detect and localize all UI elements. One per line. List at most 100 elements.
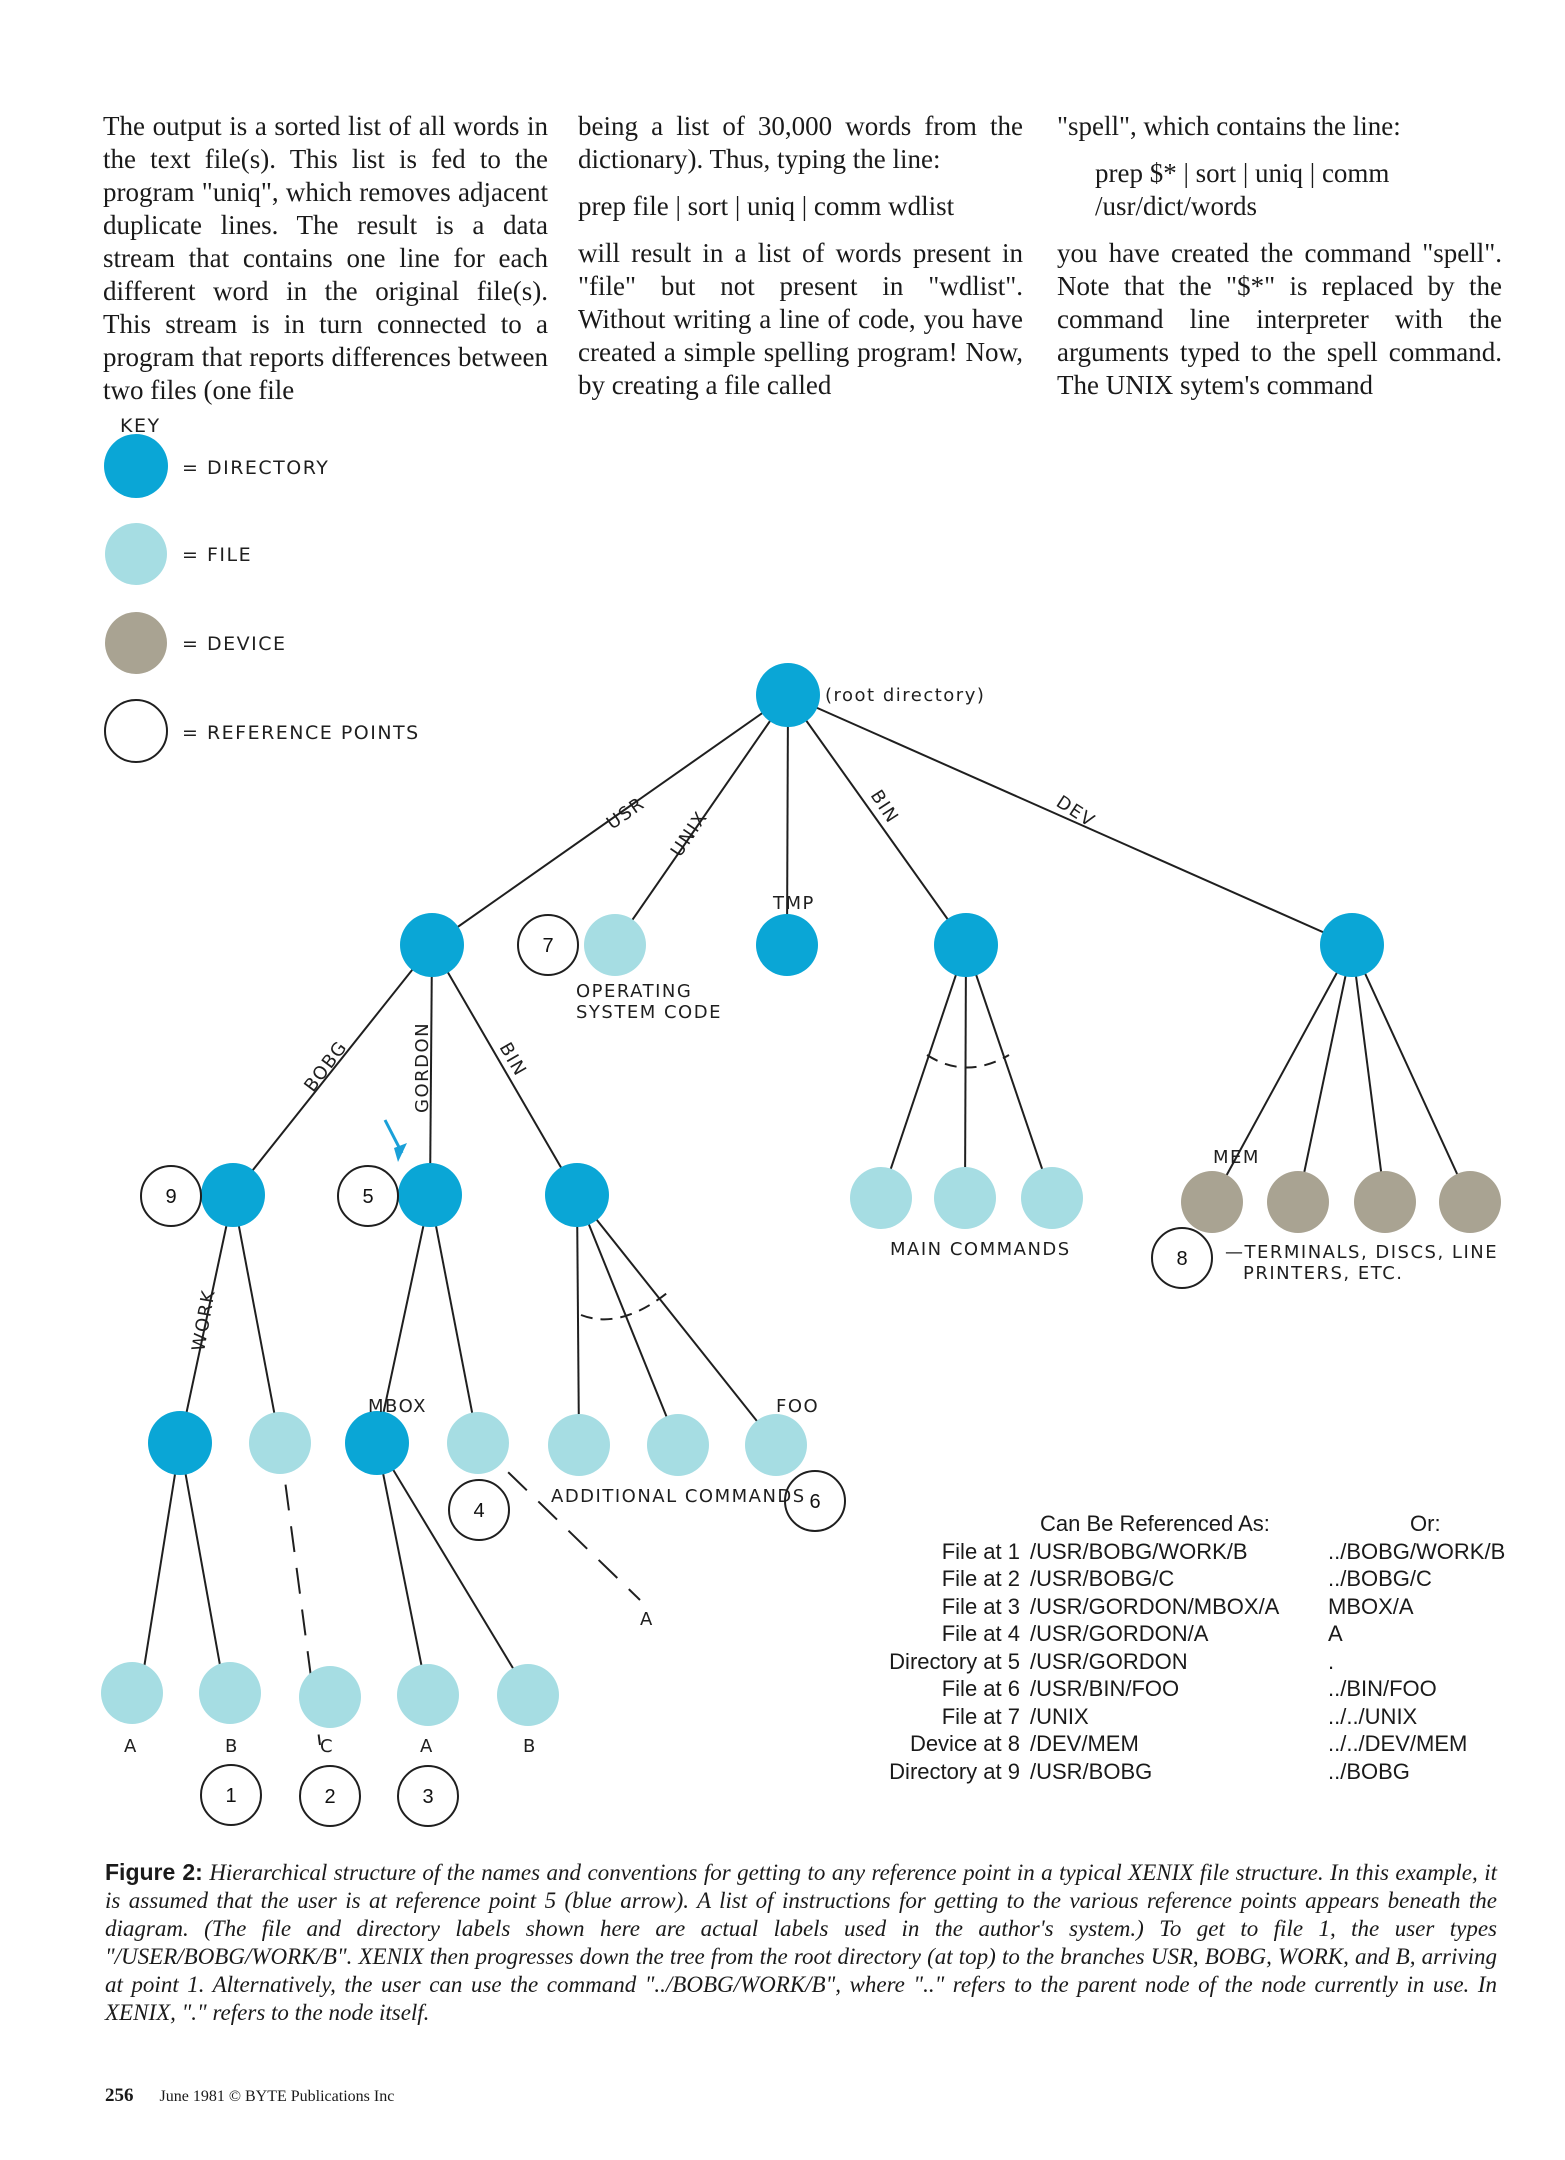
leaf-label-gordon-a: A [640,1609,654,1630]
column-3-command-line-2: /usr/dict/words [1095,191,1257,221]
node-bin [934,913,998,977]
page-number: 256 [105,2085,134,2106]
row-location: Device at 8 [909,1731,1020,1756]
page-footer: 256 June 1981 © BYTE Publications Inc [105,2085,394,2107]
key-reference-swatch [104,699,168,763]
row-location: File at 2 [941,1566,1020,1591]
row-absolute-path: /USR/GORDON [1030,1648,1188,1674]
column-3-command-line-1: prep $* | sort | uniq | comm [1095,158,1390,188]
text-column-1: The output is a sorted list of all words… [103,110,548,421]
row-relative-path: ../BOBG [1328,1758,1410,1784]
row-absolute-path: /USR/BIN/FOO [1030,1676,1180,1701]
ref-point-3: 3 [422,1786,433,1808]
node-mbox-b [497,1664,559,1726]
edge-label-tmp: TMP [772,893,815,914]
key-device-swatch [105,612,167,674]
row-relative-path: ../BOBG/C [1328,1566,1432,1591]
key-directory-swatch [104,434,168,498]
node-dev [1320,913,1384,977]
node-main-command-1 [850,1167,912,1229]
ref-point-1: 1 [225,1785,236,1807]
label-system-code: SYSTEM CODE [576,1002,722,1023]
label-operating: OPERATING [576,981,692,1002]
row-location: File at 3 [941,1593,1020,1619]
label-additional-commands: ADDITIONAL COMMANDS [551,1486,806,1507]
node-bobg [201,1163,265,1227]
row-absolute-path: /DEV/MEM [1030,1731,1139,1756]
node-mem [1181,1171,1243,1233]
key-directory-label: = DIRECTORY [182,457,329,479]
node-foo [745,1414,807,1476]
edge-label-bin: BIN [866,786,903,827]
node-additional-command-2 [647,1414,709,1476]
column-2-paragraph-1: being a list of 30,000 words from the di… [578,111,1023,174]
row-location: File at 1 [941,1538,1020,1564]
column-3-paragraph-1: "spell", which contains the line: [1057,111,1401,141]
row-absolute-path: /USR/GORDON/A [1030,1621,1209,1646]
label-root-directory: (root directory) [825,685,985,706]
ref-point-9: 9 [165,1186,176,1208]
edge-label-unix: UNIX [667,807,713,860]
node-root [756,663,820,727]
leaf-label-mbox-a: A [420,1736,434,1757]
key-file-label: = FILE [182,544,252,566]
publication-credit: June 1981 © BYTE Publications Inc [159,2088,395,2105]
node-main-command-3 [1021,1167,1083,1229]
edge-label-dev: DEV [1052,792,1099,833]
reference-points: 1 2 3 4 5 6 7 8 9 [140,914,1213,1827]
file-nodes [101,914,1083,1728]
leaf-label-b: B [225,1736,239,1757]
node-additional-command-1 [548,1414,610,1476]
edge-label-bobg: BOBG [300,1037,352,1096]
node-usr [400,913,464,977]
key-title: KEY [120,415,161,437]
row-absolute-path: /USR/BOBG/WORK/B [1030,1538,1248,1564]
leaf-label-mbox-b: B [523,1736,537,1757]
edge-label-usr: USR [603,793,649,834]
label-foo: FOO [776,1396,819,1417]
header-can-be-referenced: Can Be Referenced As: [1040,1511,1270,1536]
node-c [299,1666,361,1728]
ref-point-5: 5 [362,1186,373,1208]
node-tmp [756,914,818,976]
blue-arrow [383,1119,407,1162]
row-relative-path: A [1328,1621,1343,1646]
header-or: Or: [1410,1511,1441,1536]
tree-edges [139,694,1471,1746]
label-main-commands: MAIN COMMANDS [890,1239,1071,1260]
device-nodes [1181,1171,1501,1233]
node-work [148,1411,212,1475]
node-unix [584,914,646,976]
text-column-3: "spell", which contains the line: prep $… [1057,110,1502,416]
edge-label-work: WORK [188,1288,219,1353]
row-relative-path: MBOX/A [1328,1593,1414,1619]
file-tree-diagram: KEY = DIRECTORY = FILE = DEVICE = REFERE… [101,415,1501,1827]
node-device-2 [1267,1171,1329,1233]
ref-point-2: 2 [324,1786,335,1808]
figure-caption: Figure 2: Hierarchical structure of the … [105,1858,1497,2027]
column-1-paragraph: The output is a sorted list of all words… [103,111,548,405]
node-device-4 [1439,1171,1501,1233]
column-2-command: prep file | sort | uniq | comm wdlist [578,191,955,221]
directory-nodes [148,663,1384,1475]
key-device-label: = DEVICE [182,633,286,655]
row-location: Directory at 5 [889,1648,1020,1674]
node-work-a [101,1662,163,1724]
row-relative-path: ../../DEV/MEM [1328,1731,1468,1756]
key-reference-label: = REFERENCE POINTS [182,722,420,744]
key-file-swatch [105,523,167,585]
row-absolute-path: /USR/GORDON/MBOX/A [1030,1593,1280,1619]
node-main-command-2 [934,1167,996,1229]
row-location: Directory at 9 [889,1758,1020,1784]
text-column-2: being a list of 30,000 words from the di… [578,110,1023,416]
column-3-paragraph-2: you have created the command "spell". No… [1057,238,1502,400]
row-relative-path: ../BOBG/WORK/B [1328,1538,1506,1564]
node-file-c-parent [249,1412,311,1474]
row-location: File at 4 [941,1621,1020,1646]
column-2-paragraph-2: will result in a list of words present i… [578,238,1023,400]
caption-text: Hierarchical structure of the names and … [105,1860,1497,2025]
ref-point-4: 4 [473,1500,484,1522]
row-absolute-path: /UNIX [1030,1703,1089,1729]
node-gordon [398,1163,462,1227]
row-relative-path: . [1328,1648,1335,1674]
